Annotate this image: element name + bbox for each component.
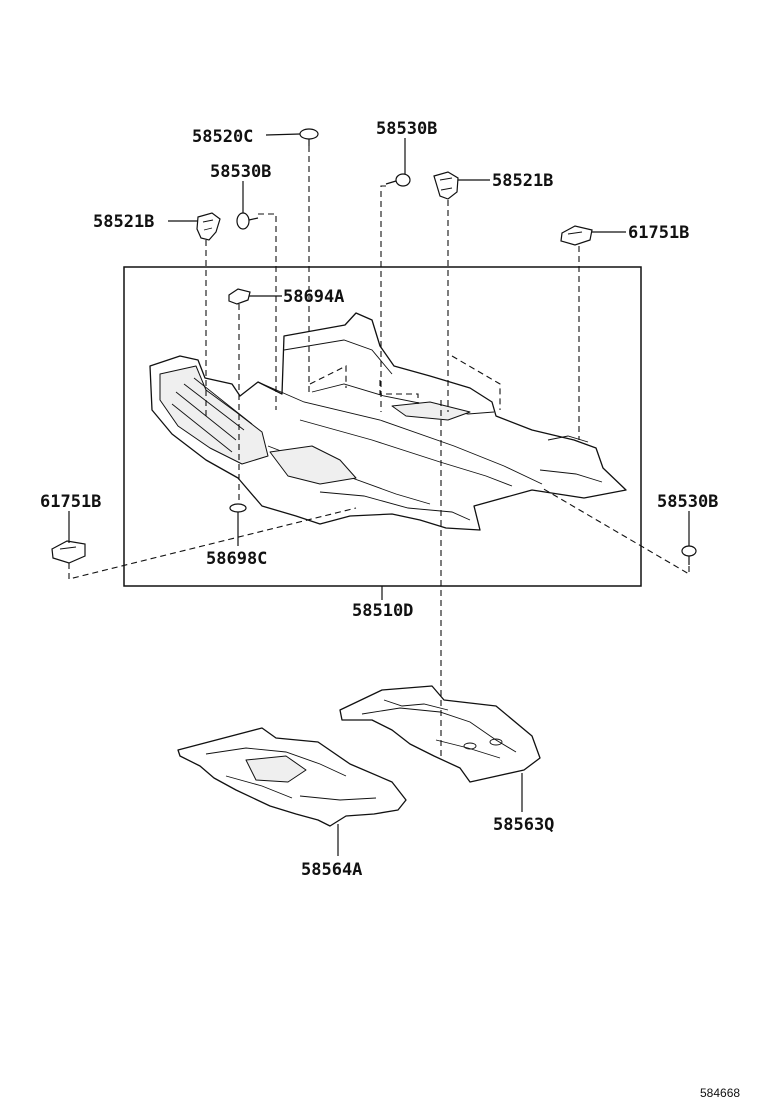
floor-mat-58563q — [339, 685, 541, 783]
floor-mat-58564a — [177, 727, 407, 827]
label-61751b-left: 61751B — [40, 492, 101, 512]
label-58530b-left: 58530B — [210, 162, 271, 182]
washer-58698c-icon — [229, 503, 247, 513]
bracket-61751b-right-icon — [560, 225, 593, 246]
label-58520c: 58520C — [192, 127, 253, 147]
label-58530b-right: 58530B — [657, 492, 718, 512]
label-58521b-right: 58521B — [492, 171, 553, 191]
clip-58530b-left-icon — [236, 212, 259, 230]
location-dashed-lines — [68, 146, 690, 760]
cap-58520c-icon — [299, 128, 319, 146]
label-58698c: 58698C — [206, 549, 267, 569]
clip-58521b-left-icon — [196, 212, 221, 241]
bracket-61751b-left-icon — [51, 540, 86, 564]
leader-lines — [68, 133, 690, 856]
clip-58530b-top-icon — [385, 173, 411, 187]
clip-58530b-right-icon — [681, 545, 697, 565]
label-61751b-right: 61751B — [628, 223, 689, 243]
diagram-id: 584668 — [700, 1086, 740, 1100]
clip-58521b-right-icon — [433, 171, 459, 200]
clip-58694a-icon — [228, 288, 251, 305]
label-58694a: 58694A — [283, 287, 344, 307]
label-58563q: 58563Q — [493, 815, 554, 835]
label-58564a: 58564A — [301, 860, 362, 880]
label-58510d: 58510D — [352, 601, 413, 621]
floor-carpet-58510d — [149, 312, 627, 531]
label-58521b-left: 58521B — [93, 212, 154, 232]
label-58530b-top: 58530B — [376, 119, 437, 139]
